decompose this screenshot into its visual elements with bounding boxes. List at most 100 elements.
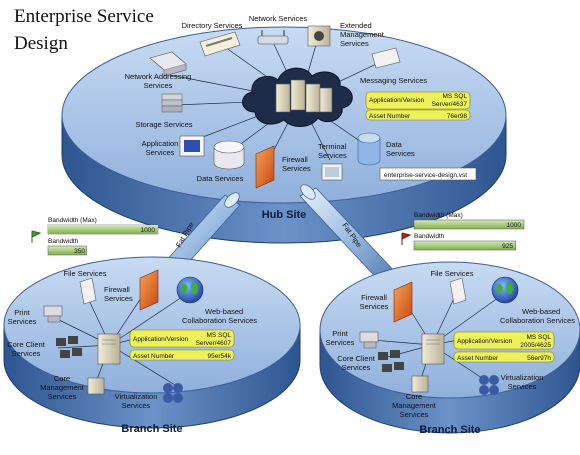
hub-app-value-1: MS SQL: [442, 93, 467, 100]
diagram-title-line2: Design: [14, 33, 68, 54]
hub-site-label: Hub Site: [262, 209, 307, 221]
left-bw-max-label: Bandwidth (Max): [48, 217, 97, 224]
right-bw-max-label: Bandwidth (Max): [414, 212, 463, 219]
network-services-icon: [257, 30, 289, 45]
red-flag-icon: [401, 232, 412, 245]
messaging-services-label: Messaging Services: [360, 76, 427, 85]
extended-line3: Services: [340, 39, 369, 48]
br-app-label: Application/Version: [457, 338, 513, 345]
branch-left-labels: File Services Firewall Services Web-base…: [7, 269, 257, 410]
branch-left-label: Branch Site: [121, 423, 182, 435]
br-mgmt-line3: Services: [400, 410, 429, 419]
right-bw-max-fill: [413, 219, 525, 230]
branch-right-client-icons: [378, 350, 404, 372]
data-services-left-label: Data Services: [197, 174, 244, 183]
bl-client-line2: Services: [12, 349, 41, 358]
filename-tooltip: enterprise-service-design.vst: [379, 167, 477, 181]
extended-line1: Extended: [340, 21, 372, 30]
hub-firewall-icon: [255, 145, 275, 189]
data-right-line2: Services: [386, 149, 415, 158]
extended-line2: Management: [340, 30, 385, 39]
branch-right-label: Branch Site: [419, 424, 480, 436]
data-right-line1: Data: [386, 140, 403, 149]
data-services-right-icon: [357, 132, 381, 166]
addressing-line2: Services: [144, 81, 173, 90]
br-asset-label: Asset Number: [457, 355, 499, 362]
br-print-line1: Print: [332, 329, 348, 338]
terminal-services-icon: [321, 163, 343, 181]
branch-right-labels: File Services Firewall Services Web-base…: [326, 269, 576, 419]
hub-asset-label: Asset Number: [369, 113, 411, 120]
terminal-line1: Terminal: [318, 142, 347, 151]
branch-left-server-icon: [97, 333, 121, 365]
filename-text: enterprise-service-design.vst: [384, 172, 467, 179]
br-mgmt-line1: Core: [406, 392, 422, 401]
messaging-services-icon: [371, 47, 401, 69]
bl-firewall-line1: Firewall: [104, 285, 130, 294]
hub-app-value-2: Server/4637: [432, 101, 468, 108]
network-services-label: Network Services: [249, 14, 308, 23]
left-bw-max-fill: [48, 225, 158, 234]
diagram-title-line1: Enterprise Service: [14, 6, 154, 27]
bl-virt-line1: Virtualization: [115, 392, 158, 401]
branch-right-print-icon: [359, 331, 379, 349]
branch-right-firewall-icon: [393, 281, 413, 323]
br-asset-value: 56er97h: [527, 355, 551, 362]
bl-app-value-1: MS SQL: [206, 332, 231, 339]
left-bw-max-value: 1000: [141, 227, 156, 234]
branch-left-mgmt-icon: [87, 377, 105, 395]
bl-mgmt-line2: Management: [40, 383, 85, 392]
hub-server-cluster-icon: [275, 79, 333, 113]
hub-cloud: [242, 67, 353, 127]
bl-app-value-2: Server/4607: [196, 340, 232, 347]
branch-left-print-icon: [43, 305, 63, 323]
branch-left-firewall-icon: [139, 269, 159, 311]
branch-left-client-icons: [56, 336, 82, 358]
bl-print-line1: Print: [14, 308, 30, 317]
green-flag-icon: [31, 230, 42, 243]
branch-left-virtualization-icon: [163, 383, 183, 403]
branch-right-mgmt-icon: [411, 375, 429, 393]
branch-right-virtualization-icon: [479, 375, 499, 395]
bl-web-line2: Collaboration Services: [182, 316, 257, 325]
right-bw-max-value: 1000: [507, 222, 522, 229]
storage-services-label: Storage Services: [135, 120, 192, 129]
bl-mgmt-line1: Core: [54, 374, 70, 383]
left-bw-fill: [47, 245, 87, 256]
bl-virt-line2: Services: [122, 401, 151, 410]
terminal-line2: Services: [318, 151, 347, 160]
br-firewall-line2: Services: [360, 302, 389, 311]
hub-app-label: Application/Version: [369, 97, 425, 104]
bl-app-label: Application/Version: [133, 336, 189, 343]
directory-services-icon: [199, 31, 241, 57]
br-virt-line2: Services: [508, 382, 537, 391]
application-services-icon: [179, 135, 205, 157]
storage-services-icon: [161, 93, 183, 113]
br-client-line1: Core Client: [337, 354, 375, 363]
firewall-line2: Services: [282, 164, 311, 173]
bl-client-line1: Core Client: [7, 340, 45, 349]
right-bw-value: 925: [502, 243, 513, 250]
br-file-label: File Services: [431, 269, 474, 278]
branch-left-info-tag: Application/Version MS SQL Server/4607 A…: [129, 329, 235, 361]
br-mgmt-line2: Management: [392, 401, 437, 410]
bl-firewall-line2: Services: [104, 294, 133, 303]
bl-file-label: File Services: [64, 269, 107, 278]
left-bandwidth-panel: Bandwidth (Max) 1000 Bandwidth 350: [31, 217, 159, 256]
addressing-line1: Network Addressing: [125, 72, 192, 81]
hub-service-labels: Directory Services Network Services Exte…: [125, 14, 428, 183]
br-app-value-1: MS SQL: [526, 334, 551, 341]
directory-services-label: Directory Services: [182, 21, 243, 30]
br-web-line2: Collaboration Services: [500, 316, 575, 325]
right-bw-label: Bandwidth: [414, 233, 445, 240]
hub-asset-value: 76er98: [447, 113, 468, 120]
right-bandwidth-panel: Bandwidth (Max) 1000 Bandwidth 925: [401, 212, 525, 251]
extended-management-icon: [307, 25, 331, 47]
br-print-line2: Services: [326, 338, 355, 347]
hub-info-tag: Application/Version MS SQL Server/4637 A…: [365, 91, 471, 121]
br-web-line1: Web-based: [522, 307, 560, 316]
hub-platform: Hub Site: [61, 26, 507, 244]
branch-left-globe-icon: [176, 276, 204, 304]
left-bw-label: Bandwidth: [48, 238, 79, 245]
